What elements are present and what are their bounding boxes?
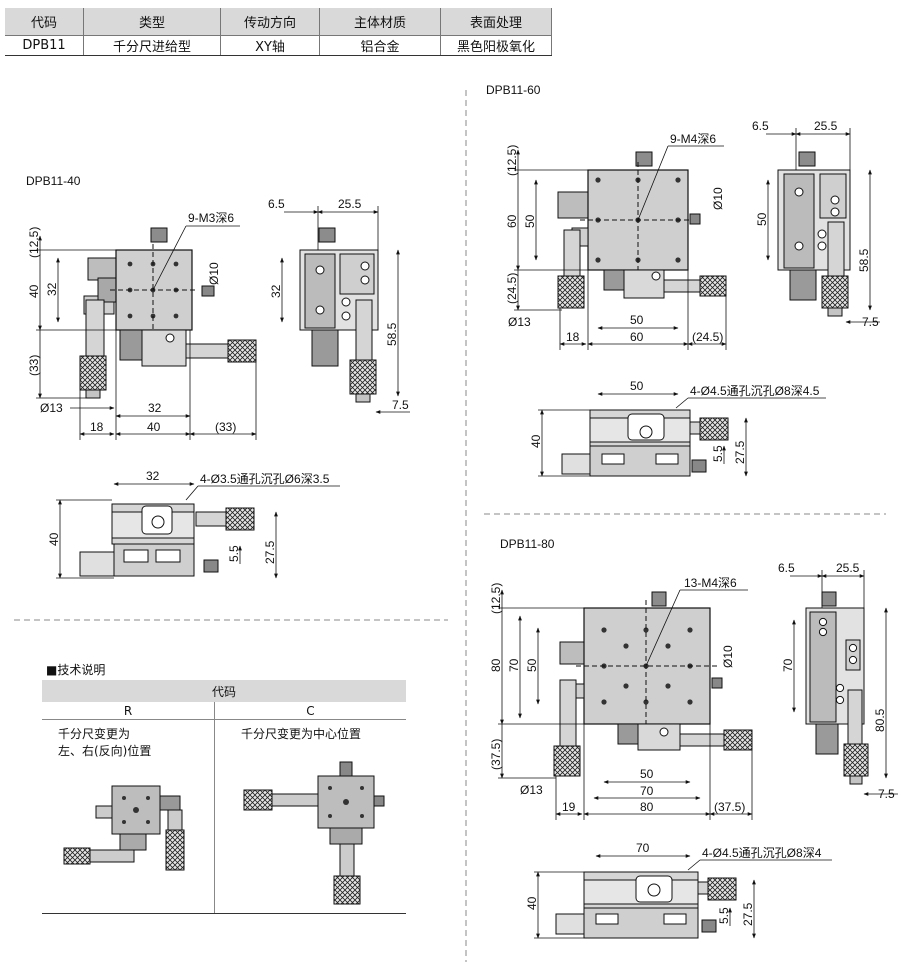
- dim-40-d13: Ø13: [40, 401, 63, 415]
- dim-60-a50: 50: [523, 214, 537, 228]
- dim-40-s58_5: 58.5: [385, 322, 399, 346]
- dim-80-a80: 80: [489, 658, 503, 672]
- dim-80-b50: 50: [640, 767, 654, 781]
- dim-80-holes: 13-M4深6: [684, 576, 737, 590]
- dim-60-s7_5: 7.5: [862, 315, 879, 329]
- dim-80-s6_5: 6.5: [778, 561, 795, 575]
- dim-80-d10: Ø10: [721, 645, 735, 668]
- dim-40-holes: 9-M3深6: [188, 211, 234, 225]
- dim-40-d10: Ø10: [207, 262, 221, 285]
- tech-header: 代码: [42, 680, 406, 702]
- dim-80-a50: 50: [525, 658, 539, 672]
- dim-60-b60: 60: [630, 330, 644, 344]
- spec-header: 主体材质: [319, 8, 441, 36]
- dim-40-a32: 32: [45, 282, 59, 296]
- dim-60-holes: 9-M4深6: [670, 132, 716, 146]
- dim-60-s58_5: 58.5: [857, 248, 871, 272]
- dim-40-b33: (33): [215, 420, 236, 434]
- dim-40-a40: 40: [27, 284, 41, 298]
- model-label-60: DPB11-60: [486, 83, 541, 97]
- tech-desc-r-line2: 左、右(反向)位置: [58, 744, 152, 758]
- dim-60-fholes: 4-Ø4.5通孔沉孔Ø8深4.5: [690, 384, 820, 398]
- dim-40-f27_5: 27.5: [263, 540, 277, 564]
- dim-60-s6_5: 6.5: [752, 119, 769, 133]
- dim-80-s80_5: 80.5: [873, 708, 887, 732]
- dim-80-a12_5: (12.5): [489, 583, 503, 614]
- drawing-80-top: [553, 589, 753, 777]
- dim-40-fholes: 4-Ø3.5通孔沉孔Ø6深3.5: [200, 472, 330, 486]
- drawing-60-top: [557, 145, 727, 309]
- dim-40-f5_5: 5.5: [227, 545, 241, 562]
- dim-60-b18: 18: [566, 330, 580, 344]
- drawing-80-front: [555, 871, 737, 939]
- dim-80-b19: 19: [562, 800, 576, 814]
- separators: [14, 90, 886, 962]
- dim-80-b37_5: (37.5): [714, 800, 745, 814]
- dim-40-a12_5: (12.5): [27, 227, 41, 258]
- dim-80-s7_5: 7.5: [878, 787, 895, 801]
- spec-cell: 黑色阳极氧化: [440, 35, 552, 56]
- tech-cell-c: 千分尺变更为中心位置: [214, 719, 406, 914]
- dim-40-b32: 32: [148, 401, 162, 415]
- dim-60-s25_5: 25.5: [814, 119, 838, 133]
- spec-cell: 铝合金: [319, 35, 441, 56]
- dim-80-b80: 80: [640, 800, 654, 814]
- dim-60-a12_5: (12.5): [505, 145, 519, 176]
- model-label-80: DPB11-80: [500, 537, 555, 551]
- spec-header: 传动方向: [220, 8, 320, 36]
- dim-40-s7_5: 7.5: [392, 398, 409, 412]
- dim-60-s50: 50: [755, 212, 769, 226]
- dim-40-b40: 40: [147, 420, 161, 434]
- drawing-60-front: [561, 409, 729, 477]
- dim-40-s25_5: 25.5: [338, 197, 362, 211]
- dim-80-s25_5: 25.5: [836, 561, 860, 575]
- dim-80-f70: 70: [636, 841, 650, 855]
- dim-80-f5_5: 5.5: [717, 907, 731, 924]
- tech-cell-r: 千分尺变更为 左、右(反向)位置: [42, 719, 215, 914]
- dim-40-s32: 32: [269, 284, 283, 298]
- spec-header: 类型: [83, 8, 221, 36]
- dim-60-f50: 50: [630, 379, 644, 393]
- tech-notes-title: ■技术说明: [46, 663, 106, 677]
- drawing-80-side: [805, 591, 869, 785]
- dim-80-fholes: 4-Ø4.5通孔沉孔Ø8深4: [702, 846, 822, 860]
- dim-60-b24_5: (24.5): [692, 330, 723, 344]
- dim-60-f5_5: 5.5: [711, 445, 725, 462]
- dim-80-f27_5: 27.5: [741, 902, 755, 926]
- tech-notes-table: 代码 R C 千分尺变更为 左、右(反向)位置 千分尺变更为中心位置: [42, 680, 406, 914]
- drawing-60-side: [777, 151, 851, 317]
- drawing-40-front: [79, 503, 255, 577]
- spec-cell: XY轴: [220, 35, 320, 56]
- tech-desc-r-line1: 千分尺变更为: [58, 727, 131, 741]
- dim-40-s6_5: 6.5: [268, 197, 285, 211]
- dim-60-f40: 40: [529, 434, 543, 448]
- model-label-40: DPB11-40: [26, 174, 81, 188]
- dim-40-b18: 18: [90, 420, 104, 434]
- dim-80-b70: 70: [640, 784, 654, 798]
- dim-80-f40: 40: [525, 896, 539, 910]
- drawing-40-side: [299, 227, 379, 403]
- dim-80-s70: 70: [781, 658, 795, 672]
- tech-desc-c: 千分尺变更为中心位置: [241, 727, 362, 741]
- drawing-40-top: [79, 225, 257, 399]
- dim-60-b50: 50: [630, 313, 644, 327]
- dim-80-a37_5v: (37.5): [489, 739, 503, 770]
- spec-cell: 千分尺进给型: [83, 35, 221, 56]
- dim-60-a24_5v: (24.5): [505, 273, 519, 304]
- dim-60-d13: Ø13: [508, 315, 531, 329]
- dim-60-a60: 60: [505, 214, 519, 228]
- dim-40-f40: 40: [47, 532, 61, 546]
- dim-80-d13: Ø13: [520, 783, 543, 797]
- dim-40-f32: 32: [146, 469, 160, 483]
- dim-60-d10: Ø10: [711, 187, 725, 210]
- dim-60-f27_5: 27.5: [733, 440, 747, 464]
- dim-80-a70: 70: [507, 658, 521, 672]
- spec-header: 代码: [5, 8, 84, 36]
- spec-table: 代码 类型 传动方向 主体材质 表面处理 DPB11 千分尺进给型 XY轴 铝合…: [5, 8, 552, 56]
- tech-col-r: R: [42, 702, 215, 720]
- tech-col-c: C: [214, 702, 406, 720]
- spec-cell: DPB11: [5, 35, 84, 56]
- dim-40-a33v: (33): [27, 355, 41, 376]
